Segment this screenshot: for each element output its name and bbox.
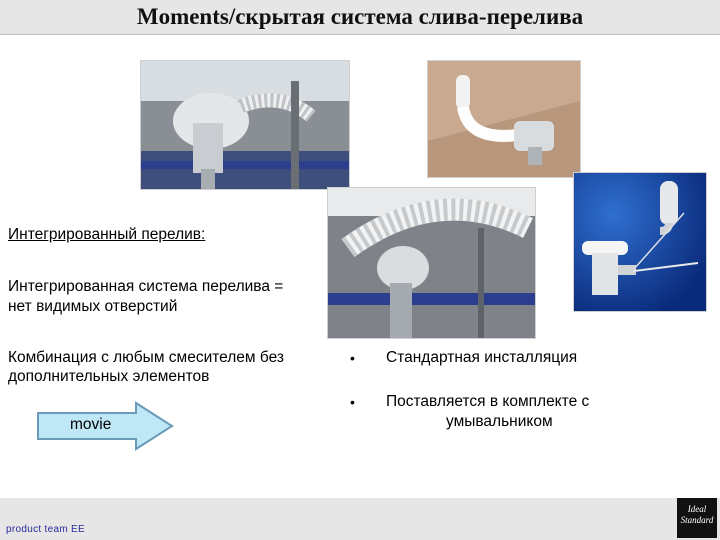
bullet-standard-install: • Стандартная инсталляция — [350, 348, 650, 370]
bullet-text: Стандартная инсталляция — [386, 349, 578, 366]
combination-line1: Комбинация с любым смесителем без — [8, 349, 284, 366]
title-bar: Moments/скрытая система слива-перелива — [0, 0, 720, 35]
bullet-symbol: • — [350, 350, 355, 366]
bullet-symbol: • — [350, 394, 355, 410]
overflow-heading: Интегрированный перелив: — [8, 226, 206, 243]
photo-installation-bottom — [327, 187, 536, 339]
footer-team-label: product team EE — [6, 524, 85, 535]
movie-arrow-button[interactable] — [36, 401, 176, 451]
movie-label[interactable]: movie — [70, 416, 112, 433]
photo-installation-top — [140, 60, 350, 190]
bullet-text-line2: умывальником — [446, 413, 553, 430]
logo-line2: Standard — [680, 515, 714, 525]
combination-line2: дополнительных элементов — [8, 368, 210, 385]
bullet-supplied-with-basin: • Поставляется в комплекте с умывальнико… — [350, 392, 650, 436]
page-title: Moments/скрытая система слива-перелива — [136, 4, 584, 29]
photo-product-render — [573, 172, 707, 312]
ideal-standard-logo: Ideal Standard — [677, 498, 717, 538]
logo-line1: Ideal — [687, 504, 707, 514]
overflow-description-line2: нет видимых отверстий — [8, 298, 178, 315]
footer-bar — [0, 498, 720, 540]
bullet-text-line1: Поставляется в комплекте с — [386, 393, 590, 410]
overflow-description-line1: Интегрированная система перелива = — [8, 278, 284, 295]
photo-overflow-part — [427, 60, 581, 178]
